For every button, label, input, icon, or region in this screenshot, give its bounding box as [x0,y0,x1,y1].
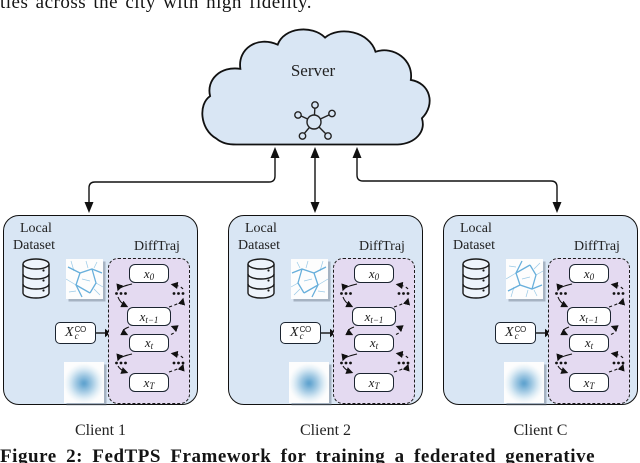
ellipsis-dots [340,292,410,365]
diffusion-arrows [555,281,626,374]
condition-arrow [321,328,336,338]
diffusion-arrows [340,281,411,374]
gaussian-noise-thumbnail [64,362,104,403]
gaussian-noise-thumbnail [289,362,329,403]
road-map-thumbnail [506,259,543,299]
figure-caption-cropped: Figure 2: FedTPS Framework for training … [0,446,596,463]
local-dataset-label: Local Dataset [453,221,495,253]
client-panel: Local Dataset DiffTraj [228,215,423,445]
client-box: Local Dataset DiffTraj [443,215,638,405]
difftraj-label: DiffTraj [134,239,180,254]
database-icon [462,258,490,299]
ellipsis-dots [555,292,625,365]
road-map-thumbnail [291,259,328,299]
client-box: Local Dataset DiffTraj [3,215,198,405]
body-text-cropped: ties across the city with high fidelity. [0,0,313,13]
client-label: Client 1 [74,422,127,439]
database-icon [247,258,275,299]
road-map-thumbnail [66,259,103,299]
condition-arrow [96,328,111,338]
difftraj-label: DiffTraj [359,239,405,254]
ellipsis-dots [115,292,185,365]
client-box: Local Dataset DiffTraj [228,215,423,405]
client-label: Client 2 [299,422,352,439]
diffusion-arrows [115,281,186,374]
client-label: Client C [513,422,568,439]
network-graph-icon [294,101,336,140]
condition-arrow [536,328,551,338]
server-cloud-shape [201,28,431,146]
client-panel: Local Dataset DiffTraj [3,215,198,445]
local-dataset-label: Local Dataset [13,221,55,253]
difftraj-label: DiffTraj [574,239,620,254]
local-dataset-label: Local Dataset [238,221,280,253]
client-panel: Local Dataset DiffTraj [443,215,638,445]
gaussian-noise-thumbnail [504,362,544,403]
database-icon [22,258,50,299]
server-label: Server [290,61,336,80]
